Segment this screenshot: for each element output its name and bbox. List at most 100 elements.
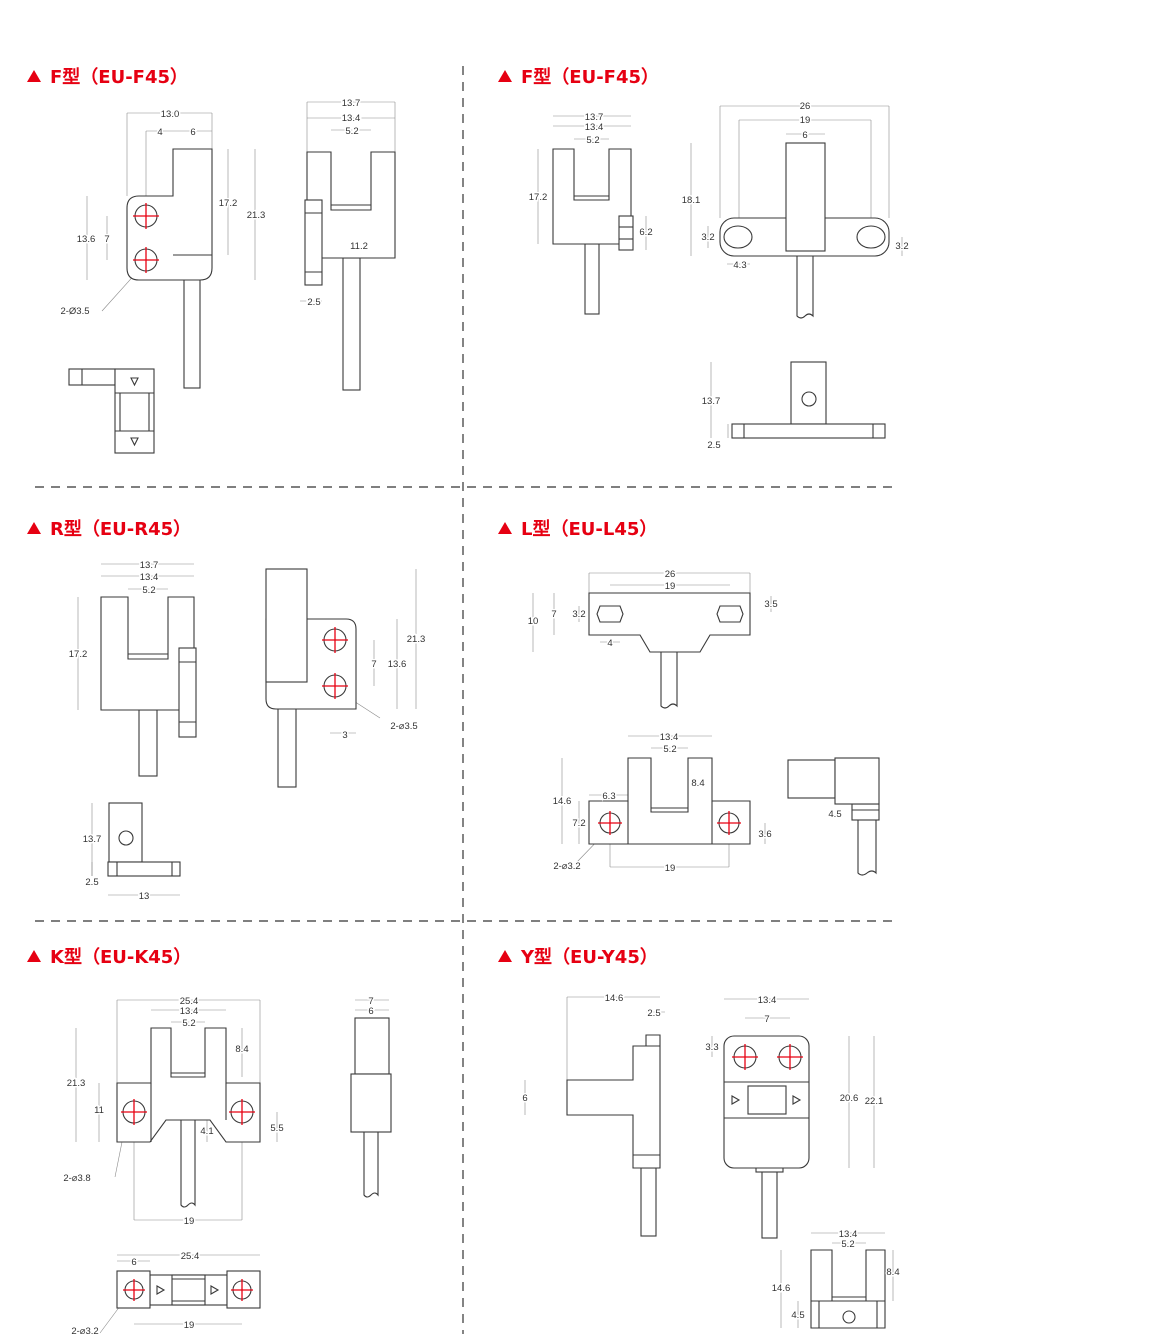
dimension-label: 13.4	[660, 732, 679, 743]
dimension-label: 2-Ø3.5	[60, 306, 89, 317]
dimension-label: 13.4	[140, 572, 159, 583]
dimension-label: 13.7	[342, 98, 361, 109]
mounting-hole-icon	[123, 1279, 145, 1301]
dimension-lines	[75, 101, 903, 1334]
dimension-label: 8.4	[235, 1044, 248, 1055]
svg-text:R型（EU-R45）: R型（EU-R45）	[50, 518, 191, 540]
dimension-label: 8.4	[886, 1267, 899, 1278]
mounting-hole-icon	[133, 203, 159, 229]
dimension-label: 5.2	[345, 126, 358, 137]
dimension-label: 3.5	[764, 599, 777, 610]
dimension-label: 21.3	[67, 1078, 86, 1089]
f45-side-view	[304, 151, 396, 391]
svg-text:L型（EU-L45）: L型（EU-L45）	[521, 518, 657, 540]
section-title-y45: Y型（EU-Y45）	[498, 946, 658, 968]
mounting-hole-icon	[777, 1044, 803, 1070]
dimension-label: 25.4	[181, 1251, 200, 1262]
triangle-icon	[498, 70, 512, 82]
dimension-label: 2.5	[707, 440, 720, 451]
dimension-label: 7	[551, 609, 556, 620]
mounting-hole-icon	[732, 1044, 758, 1070]
dimension-label: 14.6	[605, 993, 624, 1004]
svg-text:F型（EU-F45）: F型（EU-F45）	[521, 66, 659, 88]
dimension-label: 7	[368, 996, 373, 1007]
dimension-label: 17.2	[69, 649, 88, 660]
mounting-hole-icon	[121, 1099, 147, 1125]
dimension-label: 14.6	[772, 1283, 791, 1294]
triangle-icon	[27, 522, 41, 534]
triangle-icon	[498, 522, 512, 534]
dimension-label: 2-⌀3.2	[553, 861, 580, 872]
dimension-label: 13.7	[585, 112, 604, 123]
section-title-r45: R型（EU-R45）	[27, 518, 191, 540]
dimension-label: 13.7	[702, 396, 721, 407]
dimension-label: 13.4	[180, 1006, 199, 1017]
dimension-label: 6.3	[602, 791, 615, 802]
f45-front-view	[126, 148, 213, 389]
dimension-label: 19	[665, 581, 676, 592]
dimension-label: 21.3	[247, 210, 266, 221]
dimension-label: 5.2	[841, 1239, 854, 1250]
dimension-label: 2-⌀3.5	[390, 721, 417, 732]
dimension-label: 20.6	[840, 1093, 859, 1104]
dimension-label: 5.2	[663, 744, 676, 755]
l45-front-view	[588, 757, 751, 845]
f45-end-view	[731, 361, 886, 439]
mounting-hole-icon	[717, 811, 741, 835]
dimension-label: 8.4	[691, 778, 704, 789]
dimension-label: 13	[139, 891, 150, 902]
section-title-l45: L型（EU-L45）	[498, 518, 657, 540]
dimension-label: 2-⌀3.2	[71, 1326, 98, 1334]
dimension-label: 26	[800, 101, 811, 112]
dimension-label: 6	[368, 1006, 373, 1017]
triangle-icon	[27, 70, 41, 82]
dimension-label: 7	[104, 234, 109, 245]
dimension-label: 4	[157, 127, 162, 138]
svg-text:F型（EU-F45）: F型（EU-F45）	[50, 66, 188, 88]
dimension-label: 2.5	[647, 1008, 660, 1019]
mounting-holes	[121, 203, 803, 1301]
dimension-label: 4.5	[791, 1310, 804, 1321]
triangle-icon	[27, 950, 41, 962]
dimension-label: 5.5	[270, 1123, 283, 1134]
svg-text:K型（EU-K45）: K型（EU-K45）	[50, 946, 191, 968]
dimension-label: 13.4	[758, 995, 777, 1006]
dimension-label: 11	[94, 1105, 104, 1116]
mounting-hole-icon	[229, 1099, 255, 1125]
dimension-label: 3.3	[705, 1042, 718, 1053]
dimension-label: 7.2	[572, 818, 585, 829]
dimension-label: 6.2	[639, 227, 652, 238]
dimension-label: 14.6	[553, 796, 572, 807]
dimension-label: 4.1	[200, 1126, 213, 1137]
dimension-label: 25.4	[180, 996, 199, 1007]
dimension-label: 6	[190, 127, 195, 138]
dimension-label: 4	[607, 638, 612, 649]
dimension-label: 22.1	[865, 1096, 884, 1107]
mounting-hole-icon	[231, 1279, 253, 1301]
dimension-label: 17.2	[529, 192, 548, 203]
mounting-hole-icon	[322, 673, 348, 699]
f45-u-view	[552, 148, 634, 315]
r45-end-view	[107, 802, 181, 877]
k45-side-view	[350, 1017, 392, 1198]
dimension-label: 13.6	[77, 234, 96, 245]
dimension-label: 10	[528, 616, 539, 627]
dimension-label: 13.0	[161, 109, 180, 120]
dimension-label: 6	[522, 1093, 527, 1104]
dimension-label: 26	[665, 569, 676, 580]
k45-front-view	[116, 1027, 261, 1208]
dimension-label: 13.7	[83, 834, 102, 845]
dimension-label: 17.2	[219, 198, 238, 209]
dimension-label: 3.2	[572, 609, 585, 620]
dimension-label: 13.4	[585, 122, 604, 133]
f45-top-view	[719, 142, 890, 319]
svg-text:Y型（EU-Y45）: Y型（EU-Y45）	[520, 946, 658, 968]
mounting-hole-icon	[598, 811, 622, 835]
dimension-label: 19	[800, 115, 811, 126]
dimension-label: 6	[802, 130, 807, 141]
triangle-icon	[498, 950, 512, 962]
dimension-label: 3.6	[758, 829, 771, 840]
dimension-label: 13.4	[342, 113, 361, 124]
dimension-label: 21.3	[407, 634, 426, 645]
y45-bottom-view	[810, 1249, 886, 1329]
